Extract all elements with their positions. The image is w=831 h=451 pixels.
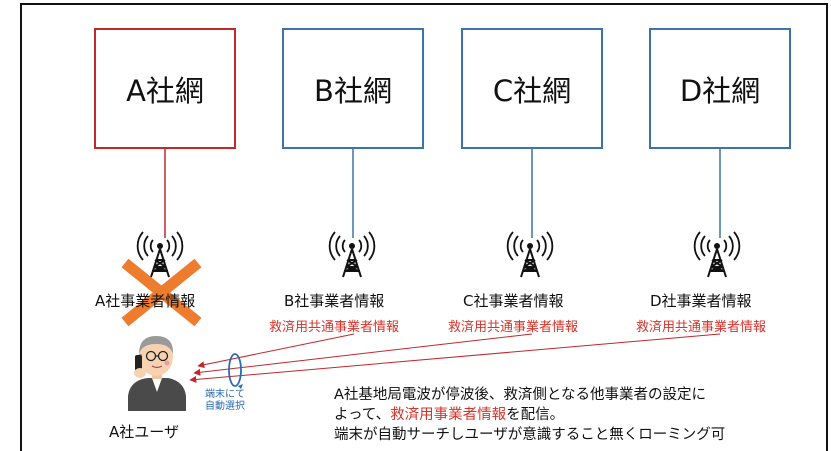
user-label: A社ユーザ — [109, 423, 179, 441]
description-line2: よって、救済用事業者情報を配信。 — [334, 405, 725, 425]
user-on-phone-icon — [128, 336, 186, 411]
diagram-frame — [20, 3, 828, 451]
relief-label-b: 救済用共通事業者情報 — [269, 320, 400, 335]
antenna-tower-icon — [136, 231, 184, 278]
relief-label-d: 救済用共通事業者情報 — [636, 320, 767, 335]
description: A社基地局電波が停波後、救済側となる他事業者の設定に よって、救済用事業者情報を… — [334, 385, 725, 445]
description-line2-post: を配信。 — [506, 407, 565, 423]
roaming-arrow-d — [189, 333, 721, 383]
antenna-tower-icon — [506, 231, 554, 278]
network-box-d: D社網 — [649, 28, 791, 149]
description-line1: A社基地局電波が停波後、救済側となる他事業者の設定に — [334, 387, 706, 403]
network-box-c: C社網 — [461, 28, 603, 149]
operator-label-d: D社事業者情報 — [650, 292, 752, 310]
network-label-a: A社網 — [126, 73, 204, 108]
network-label-d: D社網 — [679, 73, 761, 108]
description-line2-pre: よって、 — [334, 407, 391, 423]
description-line2-highlight: 救済用事業者情報 — [390, 407, 507, 423]
antenna-tower-icon — [328, 231, 376, 278]
roaming-arrow-c — [193, 333, 533, 376]
cross-mark-icon — [121, 258, 202, 327]
operator-label-c: C社事業者情報 — [463, 292, 564, 310]
description-line3: 端末が自動サーチしユーザが意識すること無くローミング可 — [334, 427, 726, 443]
network-box-a: A社網 — [94, 28, 236, 149]
antenna-tower-icon — [693, 231, 741, 278]
operator-label-b: B社事業者情報 — [284, 292, 385, 310]
relief-label-c: 救済用共通事業者情報 — [448, 320, 579, 335]
operator-label-a: A社事業者情報 — [95, 292, 196, 310]
auto-select-note-line1: 端末にて — [205, 389, 245, 400]
network-box-b: B社網 — [282, 28, 424, 149]
roaming-arrow-b — [197, 333, 355, 369]
network-label-c: C社網 — [492, 73, 572, 108]
network-label-b: B社網 — [314, 73, 392, 108]
rotation-arrow-icon — [228, 353, 243, 389]
auto-select-note: 端末にて 自動選択 — [205, 389, 245, 413]
auto-select-note-line2: 自動選択 — [205, 401, 245, 412]
